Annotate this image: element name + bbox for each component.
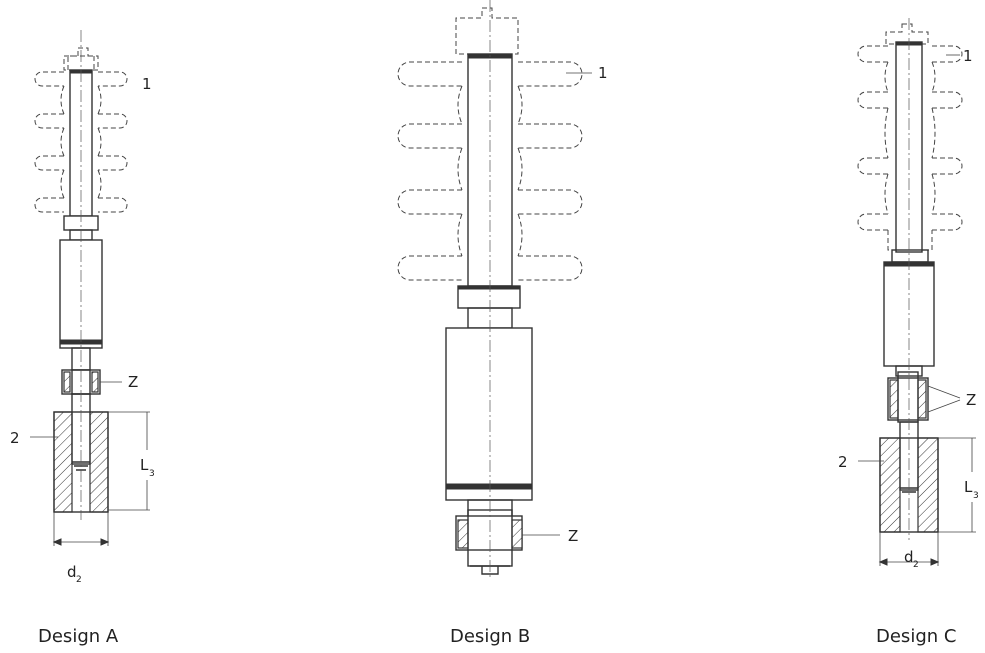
design-a-label-l: L <box>140 456 149 474</box>
design-c-insulator-sheds <box>857 23 963 251</box>
design-a-label-d-sub: 2 <box>76 575 82 585</box>
design-c-label-d: d <box>904 548 914 566</box>
design-a-caption: Design A <box>38 626 119 647</box>
design-c-label-d-sub: 2 <box>913 560 919 570</box>
design-c-label-z: Z <box>966 391 976 409</box>
design-a-label-1: 1 <box>142 75 152 93</box>
design-a-label-l-sub: 3 <box>149 469 155 479</box>
design-b-cylinder <box>445 327 533 501</box>
design-b-z-fitting <box>455 509 523 575</box>
design-c-caption: Design C <box>876 626 956 647</box>
design-a-label-d: d <box>67 563 77 581</box>
design-b-insulator-sheds <box>397 7 583 281</box>
design-b-label-1: 1 <box>598 64 608 82</box>
design-c-label-2: 2 <box>838 453 848 471</box>
design-b-label-z: Z <box>568 527 578 545</box>
design-a-insulator-sheds <box>34 47 128 213</box>
design-c-z-fitting <box>887 371 929 423</box>
design-c-drawing <box>857 18 976 566</box>
design-c-label-l-sub: 3 <box>973 491 979 501</box>
design-b-drawing <box>397 0 592 580</box>
design-c-hatched-sleeve <box>879 421 939 533</box>
design-b-caption: Design B <box>450 626 530 647</box>
design-a-drawing <box>30 30 150 546</box>
design-c-label-l: L <box>964 478 973 496</box>
design-a-label-2: 2 <box>10 429 20 447</box>
design-c-label-1: 1 <box>963 47 973 65</box>
design-a-label-z: Z <box>128 373 138 391</box>
